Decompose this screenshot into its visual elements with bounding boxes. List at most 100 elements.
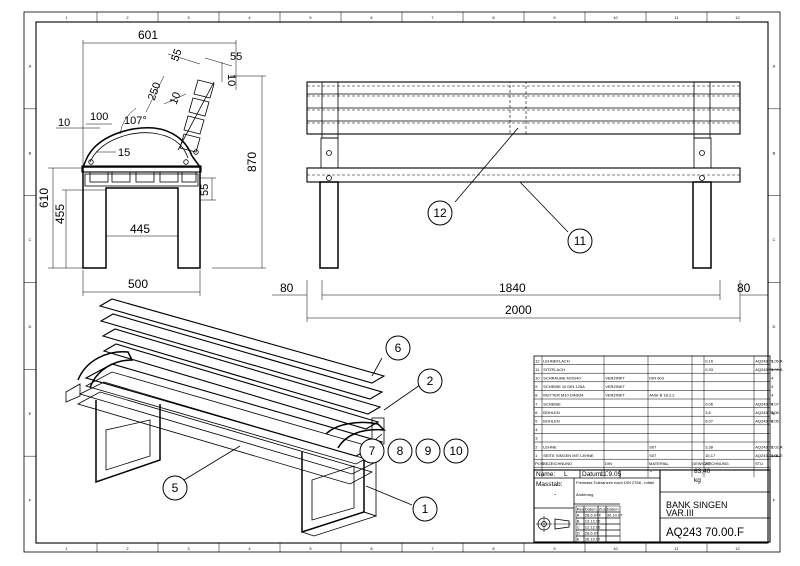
parts-cell-pos: 11 (535, 367, 540, 372)
frame-letter: E (29, 411, 32, 416)
rev-text: A (577, 513, 580, 518)
callout-5-circle (162, 475, 188, 501)
frame-number: 6 (370, 15, 373, 20)
callout-2: 2 (427, 374, 434, 388)
frame-number: 10 (613, 15, 618, 20)
parts-cell-mat: VERZINKT (605, 393, 625, 398)
dim-side-100: 100 (90, 111, 108, 123)
parts-cell-norm: DIN 603 (649, 376, 664, 381)
dim-side-55-right: 55 (230, 51, 242, 63)
dim-side-10: 10 (58, 117, 70, 129)
frame-number: 9 (553, 546, 556, 551)
frame-letter: F (773, 498, 776, 503)
projection-symbol (536, 516, 571, 532)
parts-cell-pos: 5 (535, 419, 538, 424)
frame-number: 9 (553, 15, 556, 20)
parts-header: MATERIAL (649, 461, 669, 466)
rev-text: C (577, 525, 580, 530)
dim-side-10-right: 10 (225, 74, 237, 86)
parts-cell-qty: 1 (771, 358, 774, 363)
rev-text: 28.6.07 (585, 513, 599, 518)
tb-scale-value: - (554, 491, 556, 498)
rev-text: Zust. (599, 507, 608, 512)
frame-number: 3 (187, 15, 190, 20)
frame-number: 11 (674, 546, 679, 551)
callout-8: 8 (397, 444, 404, 458)
frame-letter: A (773, 63, 776, 68)
rev-text: 12.12.06 (585, 525, 601, 530)
parts-cell-qty: 1 (771, 367, 774, 372)
parts-cell-name: BOHLEN (543, 419, 560, 424)
dim-side-depth: 601 (138, 28, 158, 42)
frame-letter: D (29, 324, 32, 329)
parts-cell-pos: 10 (535, 376, 540, 381)
parts-header: DIN (605, 461, 612, 466)
parts-header: GEWICHT (692, 461, 711, 466)
parts-cell-qty: 4 (771, 376, 774, 381)
frame-number: 8 (492, 15, 495, 20)
frame-letter: A (29, 63, 32, 68)
parts-cell-pos: 3 (535, 436, 538, 441)
frame-letter: B (773, 150, 776, 155)
parts-header: POS (535, 461, 544, 466)
dim-front-80-left: 80 (280, 281, 294, 295)
callout-1: 1 (422, 502, 429, 516)
parts-cell-qty: 4 (771, 401, 774, 406)
parts-total-dash: - (650, 468, 652, 475)
rev-cell (605, 529, 621, 537)
callout-10: 10 (449, 444, 463, 458)
parts-header: STÜ (755, 461, 763, 466)
parts-cell-pos: 12 (535, 358, 540, 363)
frame-number: 10 (613, 546, 618, 551)
tb-change-label: Änderung (576, 492, 593, 497)
callout-2-circle (417, 368, 443, 394)
callout-9-circle (415, 438, 441, 464)
dim-side-15: 15 (118, 147, 130, 159)
tb-title-2: VAR.III (666, 508, 694, 518)
frame-letter: C (773, 237, 776, 242)
parts-cell-norm: S07 (649, 453, 657, 458)
frame-number: 11 (674, 15, 679, 20)
parts-cell-qty: 4 (771, 410, 774, 415)
parts-cell-name: SCHEIBE 10 DIN 125A (543, 384, 585, 389)
callout-10-circle (443, 438, 469, 464)
front-view: 80 1840 80 2000 12 11 (272, 81, 768, 322)
frame-number: 1 (65, 546, 68, 551)
tb-date-label: Datum: (582, 471, 603, 478)
frame-number: 4 (248, 15, 251, 20)
title-block: Name: L Datum: 11.9.05 Masstab: - Freima… (533, 469, 771, 543)
dim-side-10-back: 10 (168, 91, 183, 107)
callout-11: 11 (574, 234, 587, 248)
parts-cell-draw: AQ243 70.06 (755, 410, 779, 415)
rev-cell (605, 535, 621, 543)
dim-side-55-low: 55 (199, 184, 211, 196)
parts-cell-w2: 0,06 (705, 401, 714, 406)
dim-front-1840: 1840 (499, 281, 526, 295)
parts-cell-draw: AQ243 70.09.A (755, 367, 783, 372)
parts-cell-draw: AQ243 70.02.A (755, 444, 783, 449)
parts-cell-name: LEHNEFLACH (543, 358, 570, 363)
dim-front-80-right: 80 (737, 281, 751, 295)
callout-6: 6 (395, 341, 402, 355)
rev-text: 28.6.07 (585, 531, 599, 536)
dim-side-455: 455 (53, 204, 67, 224)
parts-cell-pos: 8 (535, 393, 538, 398)
rev-cell (605, 523, 621, 531)
frame-letter: F (29, 498, 32, 503)
tb-date-value: 11.9.05 (600, 471, 622, 478)
frame-number: 5 (309, 546, 312, 551)
frame-number: 12 (735, 546, 740, 551)
frame-number: 3 (187, 546, 190, 551)
callout-12: 12 (433, 206, 447, 220)
parts-cell-draw: AQ243 70.07 (755, 401, 779, 406)
frame-letter: C (29, 237, 32, 242)
parts-cell-qty: 1+1 (771, 453, 779, 458)
parts-cell-norm: ANSI B 18.2.2 (649, 393, 675, 398)
parts-cell-pos: 6 (535, 410, 538, 415)
frame-number: 2 (126, 546, 129, 551)
parts-cell-name: SCHRAUBE M10x40 (543, 376, 581, 381)
parts-cell-w2: 0,16 (705, 358, 714, 363)
